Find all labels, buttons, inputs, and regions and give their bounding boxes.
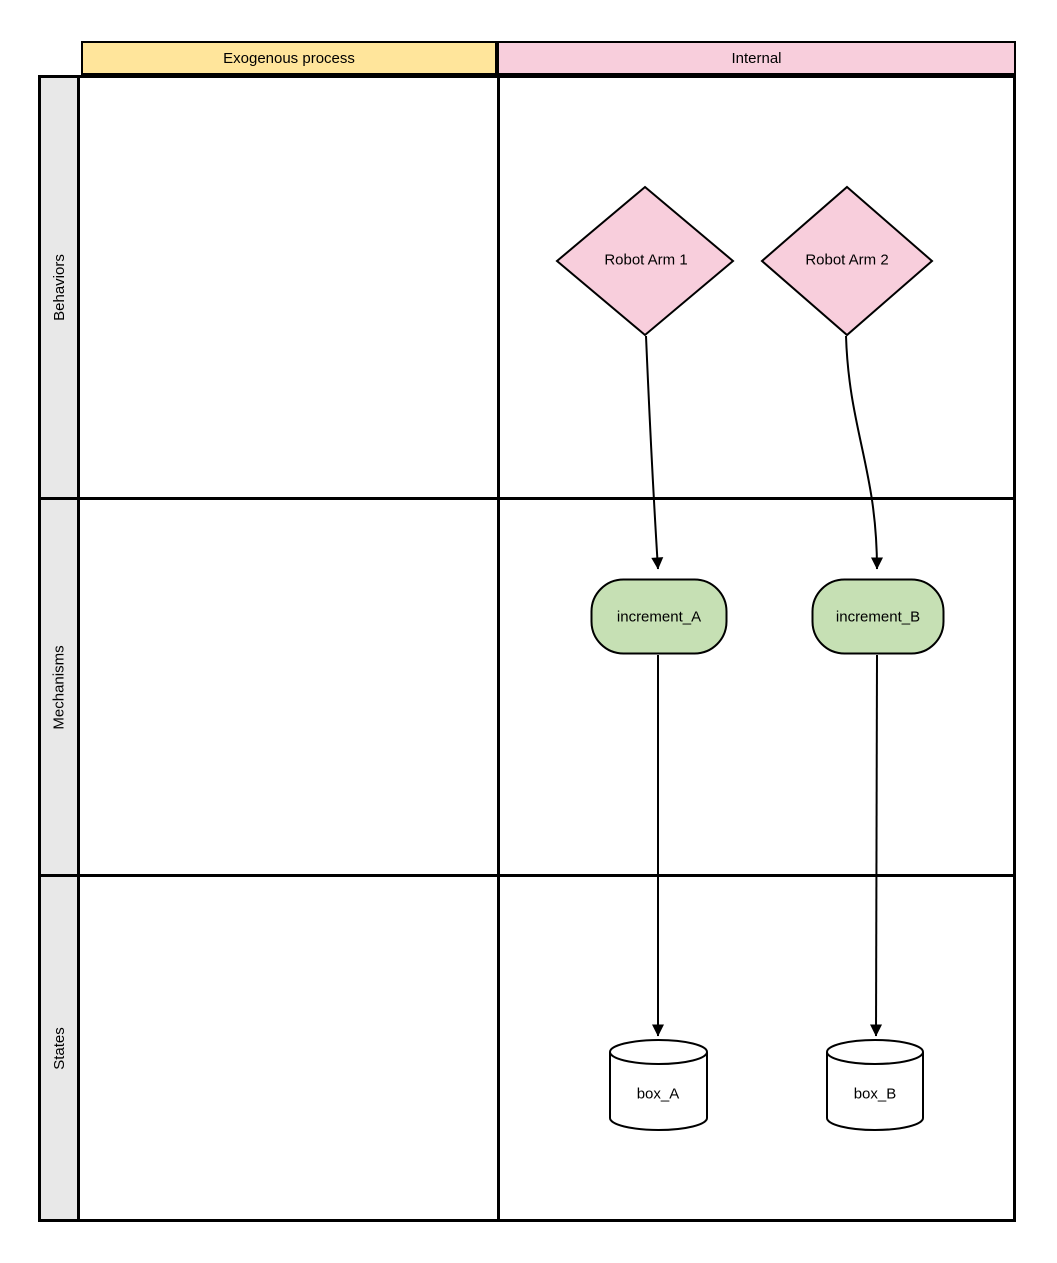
column-divider <box>497 78 500 1219</box>
row-label-behaviors: Behaviors <box>41 78 77 497</box>
column-header-internal: Internal <box>497 41 1016 75</box>
grid-divider-behaviors-mechanisms <box>80 497 1013 500</box>
column-header-exogenous-process-label: Exogenous process <box>223 49 355 67</box>
row-label-behaviors-text: Behaviors <box>50 254 68 321</box>
column-header-internal-label: Internal <box>731 49 782 67</box>
row-label-mechanisms-text: Mechanisms <box>50 644 68 730</box>
row-divider-behaviors-mechanisms <box>41 497 77 500</box>
row-label-states-text: States <box>50 1026 68 1070</box>
row-label-column: Behaviors Mechanisms States <box>38 75 80 1222</box>
row-label-mechanisms: Mechanisms <box>41 500 77 874</box>
grid-divider-mechanisms-states <box>80 874 1013 877</box>
row-divider-mechanisms-states <box>41 874 77 877</box>
diagram-grid <box>80 75 1016 1222</box>
row-label-states: States <box>41 877 77 1219</box>
column-header-exogenous-process: Exogenous process <box>81 41 497 75</box>
